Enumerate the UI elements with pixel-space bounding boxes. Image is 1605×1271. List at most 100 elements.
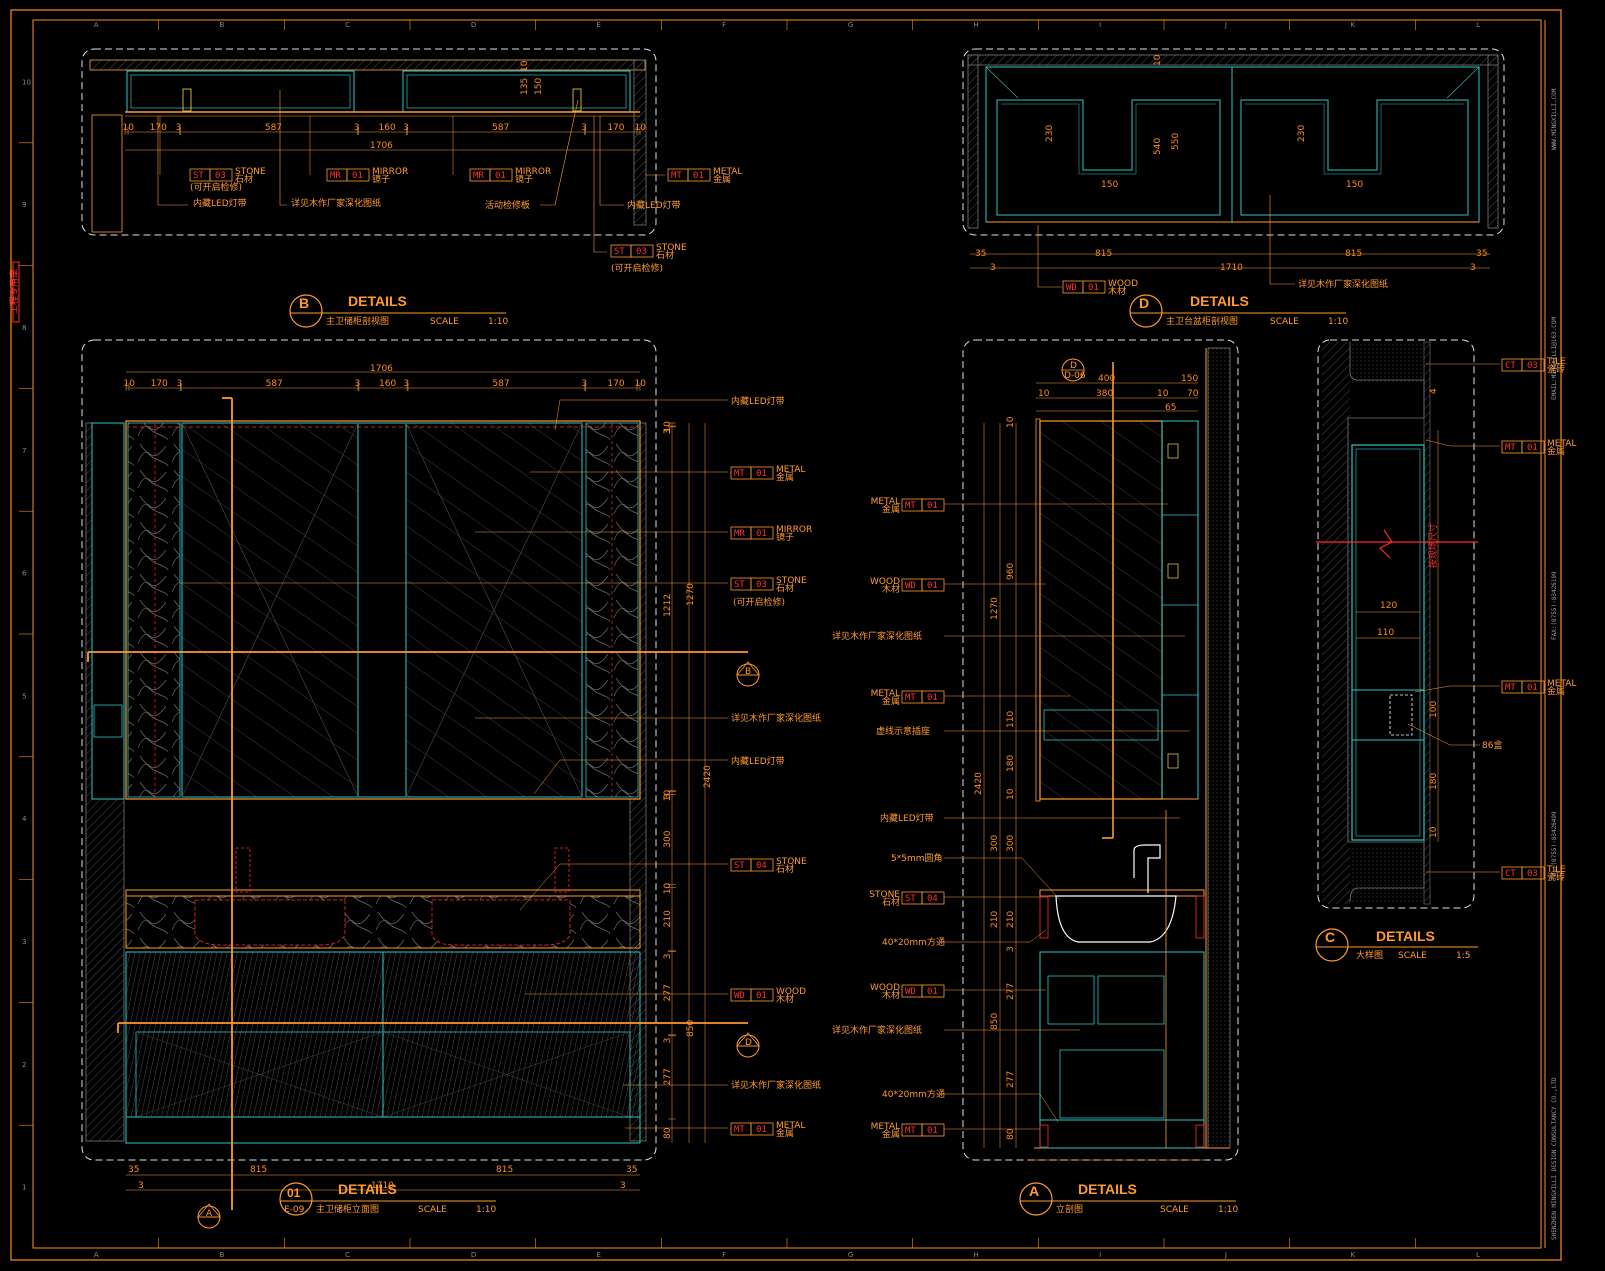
view-b-title-text: DETAILS xyxy=(348,293,407,309)
view-01-scale-value: 1:10 xyxy=(476,1205,496,1215)
view-a-tag-mt01-a-code: MT xyxy=(905,501,916,511)
side-strip-line-1: TEL:(0755)-83426499 xyxy=(1551,811,1558,880)
view-a-scale-value: 1:10 xyxy=(1218,1205,1238,1215)
view-01-note-maker-upper: 详见木作厂家深化图纸 xyxy=(731,712,821,724)
view-01-chain-dim-6: 3 xyxy=(404,379,410,389)
view-a-dim-300b: 300 xyxy=(990,835,1000,852)
view-01-tag-mt01-b-code: MT xyxy=(734,1125,745,1135)
view-a-tag-wd01-b-cn: 木材 xyxy=(882,989,900,1001)
view-a-title-text: DETAILS xyxy=(1078,1181,1137,1197)
view-c-scale-value: 1:5 xyxy=(1456,951,1470,961)
view-b-note-led-right: 内藏LED灯带 xyxy=(627,199,681,211)
grid-col-top-G: G xyxy=(848,21,853,29)
view-d-tag-wd01-cn: 木材 xyxy=(1108,285,1126,297)
view-d-dim-540: 540 xyxy=(1153,138,1163,155)
view-01-vdim-5: 300 xyxy=(663,830,673,847)
view-b-tag-mr01-b-num: 01 xyxy=(495,171,506,181)
view-01-tag-mr01-code: MR xyxy=(734,529,745,539)
view-01-vdim-2: 1212 xyxy=(663,594,673,617)
view-a-note-dashed-socket: 虚线示意插座 xyxy=(876,725,930,737)
view-01-dim-35a: 35 xyxy=(128,1165,139,1175)
view-b-tag-mr01-a-num: 01 xyxy=(352,171,363,181)
view-01-tag-st03-code: ST xyxy=(734,580,745,590)
view-01-tag-st03-cn: 石材 xyxy=(776,582,794,594)
view-01-tag-mt01-a-en: METAL xyxy=(776,465,805,475)
section-mark-dd-sheet: D-06 xyxy=(1064,371,1086,381)
view-d-dim-3b: 3 xyxy=(1470,263,1476,273)
view-01-tag-mt01-b-cn: 金属 xyxy=(776,1127,794,1139)
view-a-tag-mt01-a-num: 01 xyxy=(927,501,938,511)
section-mark-dd: D D-06 xyxy=(1061,358,1086,382)
view-01-dim-1710: 1710 xyxy=(371,1181,394,1191)
grid-row-3: 3 xyxy=(22,938,26,946)
view-c-tag-ct03-a-num: 03 xyxy=(1527,361,1538,371)
view-c-tag-mt01-a-en: METAL xyxy=(1547,439,1576,449)
view-b-chain-dim-10: 10 xyxy=(634,123,646,133)
view-c-note-box86: 86盒 xyxy=(1482,739,1502,751)
view-c-tag-ct03-b-en: TILE xyxy=(1546,865,1566,875)
view-01-tag-wd01-code: WD xyxy=(734,991,745,1001)
view-d-dim-230b: 230 xyxy=(1297,125,1307,142)
view-01-tag-st04-cn: 石材 xyxy=(776,863,794,875)
grid-col-bottom-H: H xyxy=(974,1251,979,1259)
view-a-dim-10a: 10 xyxy=(1038,389,1050,399)
view-a-dim-70: 70 xyxy=(1187,389,1199,399)
view-a-dim-3: 3 xyxy=(1006,946,1016,952)
grid-col-bottom-D: D xyxy=(471,1251,476,1259)
view-b-scale-label: SCALE xyxy=(430,317,459,327)
view-b-dim-135: 135 xyxy=(520,78,530,95)
view-a-dim-10b: 10 xyxy=(1157,389,1169,399)
view-c-tag-mt01-b-code: MT xyxy=(1505,683,1516,693)
view-d-dim-1710: 1710 xyxy=(1220,263,1243,273)
view-a-tag-wd01-b-num: 01 xyxy=(927,987,938,997)
view-01-tag-st03-num: 03 xyxy=(756,580,767,590)
side-info-strip: 工程专用章 xyxy=(8,269,20,314)
view-01-tag-mr01-en: MIRROR xyxy=(776,525,812,535)
side-strip-line-3: EMAIL:MINGXILLI@163.COM xyxy=(1551,317,1558,400)
view-a-dim-65: 65 xyxy=(1165,403,1176,413)
view-d-scale-label: SCALE xyxy=(1270,317,1299,327)
view-c-tag-ct03-a-en: TILE xyxy=(1546,357,1566,367)
view-c-note-site: 按现场尺寸 xyxy=(1427,523,1439,568)
grid-col-top-H: H xyxy=(974,21,979,29)
view-a-tag-wd01-b-en: WOOD xyxy=(870,983,900,993)
view-01-dim-3b: 3 xyxy=(620,1181,626,1191)
view-01-tag-mt01-b-num: 01 xyxy=(756,1125,767,1135)
view-b-tag-mt01-code: MT xyxy=(671,171,682,181)
view-a-note-tube-lower: 40*20mm方通 xyxy=(882,1088,945,1100)
view-c-tag-mt01-b-cn: 金属 xyxy=(1547,685,1565,697)
view-b-chain-dim-3: 587 xyxy=(265,123,282,133)
view-a-dim-960: 960 xyxy=(1006,563,1016,580)
view-01-vdim-1: 3 xyxy=(663,429,673,435)
view-b-tag-mr01-b-code: MR xyxy=(473,171,484,181)
section-mark-dd-letter: D xyxy=(1070,361,1077,371)
view-01-tag-mt01-a-cn: 金属 xyxy=(776,471,794,483)
view-a-dim-300: 300 xyxy=(1006,835,1016,852)
view-c-tag-ct03-b-cn: 瓷砖 xyxy=(1547,871,1565,883)
grid-col-bottom-L: L xyxy=(1476,1251,1480,1259)
grid-row-4: 4 xyxy=(22,815,27,823)
view-01-dim-35b: 35 xyxy=(626,1165,637,1175)
view-b-note-openable-2: (可开启检修) xyxy=(611,262,663,274)
view-b-dim-10: 10 xyxy=(520,60,530,72)
grid-col-top-A: A xyxy=(94,21,99,29)
view-c-tag-mt01-a-code: MT xyxy=(1505,443,1516,453)
view-01-vdim-6: 10 xyxy=(663,883,673,895)
view-a-tag-mt01-b-cn: 金属 xyxy=(882,695,900,707)
view-a-tag-st04-num: 04 xyxy=(927,894,938,904)
view-b-title: B DETAILS 主卫储柜剖视图 SCALE 1:10 xyxy=(289,293,508,328)
view-a-dim-277b: 277 xyxy=(1006,1071,1016,1088)
